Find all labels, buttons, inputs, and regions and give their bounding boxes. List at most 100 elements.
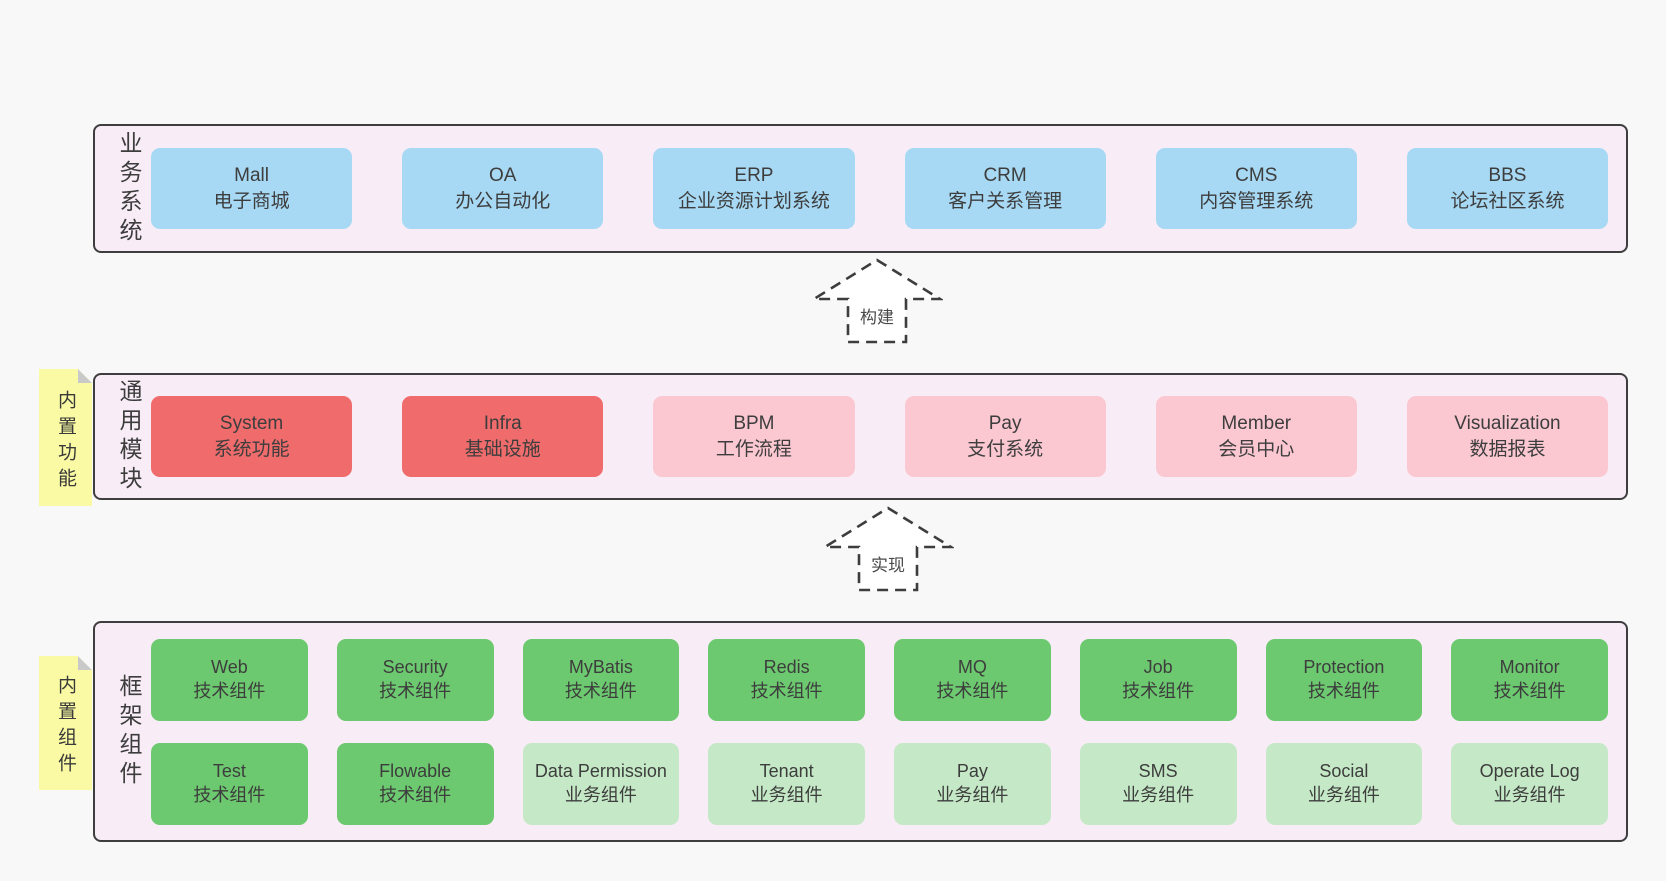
box-title: Social — [1319, 761, 1369, 782]
box-subtitle: 内容管理系统 — [1199, 190, 1314, 212]
box-crm: CRM 客户关系管理 — [904, 148, 1106, 229]
box-title: Flowable — [379, 761, 452, 782]
box-title: Infra — [483, 412, 522, 434]
box-title: Pay — [956, 761, 988, 782]
sticky-tag-label: 内置功能 — [55, 389, 76, 494]
box-title: SMS — [1138, 761, 1178, 782]
box-title: Job — [1143, 657, 1173, 678]
box-title: Member — [1221, 412, 1292, 434]
box-title: Web — [211, 657, 248, 678]
folded-corner-icon — [78, 656, 92, 670]
box-cms: CMS 内容管理系统 — [1155, 148, 1357, 229]
box-title: System — [219, 412, 284, 434]
box-title: MQ — [957, 657, 987, 678]
box-subtitle: 技术组件 — [564, 680, 637, 701]
box-subtitle: 技术组件 — [379, 784, 452, 805]
box-subtitle: 电子商城 — [213, 190, 290, 212]
box-title: ERP — [734, 164, 774, 186]
box-bbs: BBS 论坛社区系统 — [1406, 148, 1609, 229]
box-title: BBS — [1488, 164, 1527, 186]
build-arrow-icon: 构建 — [811, 257, 943, 345]
sticky-tag-label: 内置组件 — [55, 675, 76, 779]
box-title: Protection — [1303, 657, 1385, 678]
box-title: BPM — [733, 412, 775, 434]
box-subtitle: 技术组件 — [1122, 680, 1195, 701]
box-title: OA — [489, 164, 517, 186]
box-subtitle: 技术组件 — [193, 680, 266, 701]
box-pay-system: Pay 支付系统 — [904, 396, 1106, 477]
sticky-tag-builtin-components: 内置组件 — [39, 656, 92, 790]
box-subtitle: 技术组件 — [379, 680, 452, 701]
box-title: CMS — [1235, 164, 1278, 186]
box-subtitle: 论坛社区系统 — [1450, 190, 1565, 212]
box-title: MyBatis — [568, 657, 633, 678]
box-subtitle: 客户关系管理 — [948, 190, 1063, 212]
box-title: Pay — [988, 412, 1022, 434]
box-subtitle: 企业资源计划系统 — [677, 190, 830, 212]
box-subtitle: 系统功能 — [213, 438, 290, 460]
box-subtitle: 技术组件 — [936, 680, 1009, 701]
implement-arrow-label: 实现 — [871, 556, 905, 575]
box-subtitle: 业务组件 — [1122, 784, 1195, 805]
box-subtitle: 数据报表 — [1469, 438, 1546, 460]
box-title: Monitor — [1499, 657, 1560, 678]
box-title: Redis — [763, 657, 810, 678]
box-visualization: Visualization 数据报表 — [1406, 396, 1609, 477]
box-subtitle: 业务组件 — [750, 784, 823, 805]
box-subtitle: 业务组件 — [564, 784, 637, 805]
box-subtitle: 工作流程 — [715, 438, 792, 460]
box-bpm: BPM 工作流程 — [653, 396, 855, 477]
box-system: System 系统功能 — [151, 396, 353, 477]
box-subtitle: 技术组件 — [193, 784, 266, 805]
box-mall: Mall 电子商城 — [151, 148, 353, 229]
section-label-common-modules: 通用模块 — [116, 378, 142, 495]
box-title: CRM — [983, 164, 1027, 186]
box-subtitle: 业务组件 — [936, 784, 1009, 805]
box-subtitle: 业务组件 — [1493, 784, 1566, 805]
box-title: Test — [212, 761, 246, 782]
box-subtitle: 技术组件 — [1307, 680, 1380, 701]
box-subtitle: 技术组件 — [1493, 680, 1566, 701]
box-erp: ERP 企业资源计划系统 — [653, 148, 855, 229]
box-subtitle: 会员中心 — [1218, 438, 1295, 460]
box-subtitle: 支付系统 — [967, 438, 1044, 460]
box-title: Security — [382, 657, 448, 678]
section-label-framework-components: 框架组件 — [116, 673, 142, 790]
box-title: Mall — [234, 164, 269, 186]
box-title: Visualization — [1454, 412, 1561, 434]
box-member: Member 会员中心 — [1155, 396, 1357, 477]
folded-corner-icon — [78, 369, 92, 383]
box-subtitle: 技术组件 — [750, 680, 823, 701]
box-title: Data Permission — [534, 761, 667, 782]
box-subtitle: 业务组件 — [1307, 784, 1380, 805]
build-arrow-label: 构建 — [860, 308, 894, 327]
